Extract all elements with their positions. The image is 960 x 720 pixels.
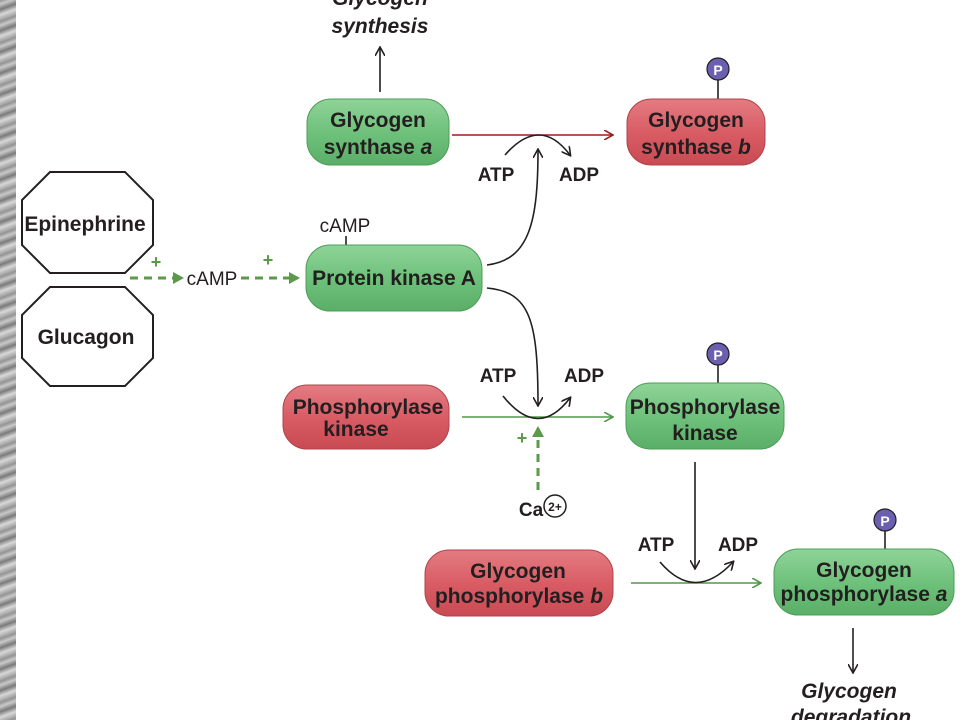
glycogen-synthase-b-line1: Glycogen [648,109,744,132]
pka-to-phk-arrow [486,287,538,405]
adp-label-3: ADP [718,535,758,556]
glycogen-degradation-line2: degradation [791,706,911,720]
glycogen-synthesis-label-line1: Glycogen [332,0,428,10]
glycogen-synthase-b-line2: synthase b [641,136,751,159]
atp-adp-curve-1 [504,134,570,155]
glycogen-synthase-a-line1: Glycogen [330,109,426,132]
gp-a-line1: Glycogen [816,559,912,582]
glycogen-synthase-b-box [626,98,766,166]
phk-active-line2: kinase [672,422,737,445]
plus-sign-1: + [151,252,162,272]
gp-b-line2: phosphorylase b [435,585,603,608]
camp-label-top: cAMP [320,216,371,237]
atp-adp-curve-2 [502,395,570,420]
atp-adp-curve-3 [659,562,733,584]
glycogen-synthase-a-box [306,98,450,166]
phosphate-badge-icon [873,508,897,532]
phosphate-badge-label: P [713,62,722,78]
epinephrine-label: Epinephrine [24,213,145,236]
glycogen-synthase-a-line2: synthase a [324,136,433,159]
phosphate-badge-label: P [713,347,722,363]
protein-kinase-a-label: Protein kinase A [312,267,476,290]
phosphate-badge-icon [706,57,730,81]
glucagon-octagon [21,286,154,387]
atp-label-2: ATP [480,366,517,387]
camp-label-mid: cAMP [187,269,238,290]
phk-active-line1: Phosphorylase [630,396,781,419]
atp-label-1: ATP [478,165,515,186]
plus-sign-2: + [263,250,274,270]
gp-a-line2: phosphorylase a [781,583,948,606]
phosphate-badge-label: P [880,513,889,529]
phk-inactive-line1: Phosphorylase [293,396,444,419]
protein-kinase-a-box [305,244,483,312]
phosphorylase-kinase-active-box [625,382,785,450]
glycogen-synthesis-label-line2: synthesis [332,15,429,38]
glycogen-phosphorylase-a-box [773,548,955,616]
plus-sign-3: + [517,428,528,448]
glycogen-degradation-line1: Glycogen [801,680,897,703]
atp-label-3: ATP [638,535,675,556]
calcium-charge-circle [543,494,567,518]
glycogen-phosphorylase-b-box [424,549,614,617]
phosphate-badge-icon [706,342,730,366]
marble-border [0,0,16,720]
phosphorylase-kinase-inactive-box [282,384,450,450]
adp-label-1: ADP [559,165,599,186]
epinephrine-octagon [21,171,154,274]
pka-to-synthase-arrow [486,150,538,266]
adp-label-2: ADP [564,366,604,387]
calcium-label: Ca [519,500,544,521]
glucagon-label: Glucagon [38,326,135,349]
gp-b-line1: Glycogen [470,560,566,583]
calcium-charge-label: 2+ [548,500,562,514]
phk-inactive-line2: kinase [323,418,388,441]
